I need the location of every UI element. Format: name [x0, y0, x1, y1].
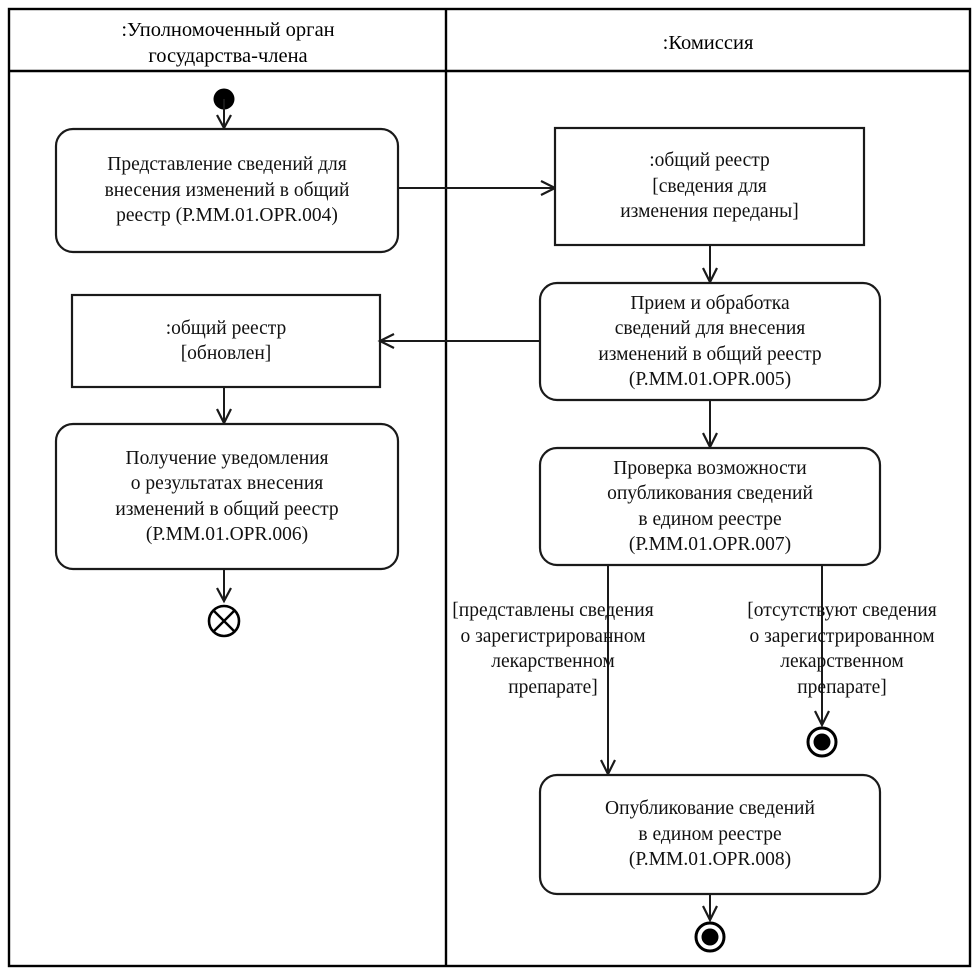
activity-opr007-label: Проверка возможности опубликования сведе… [607, 457, 813, 556]
activity-opr004-label: Представление сведений для внесения изме… [104, 154, 350, 227]
arrowhead-opr006-to-flow-final [216, 587, 232, 604]
activity-final-node-bottom-inner [701, 928, 719, 946]
activity-opr006-label: Получение уведомления о результатах внес… [115, 447, 339, 546]
activity-opr007 [538, 446, 882, 567]
activity-opr008-label: Опубликование сведений в едином реестре … [605, 798, 815, 871]
object-node-registry-updated-label: :общий реестр [обновлен] [165, 317, 287, 365]
guard-label-present: [представлены сведения о зарегистрирован… [452, 600, 654, 698]
activity-opr005-label: Прием и обработка сведений для внесения … [598, 292, 822, 391]
diagram-frame [7, 7, 972, 968]
activity-final-node-right-inner [813, 733, 831, 751]
flow-final-cross-2 [212, 609, 236, 633]
arrowhead-opr005-to-object-updated [377, 333, 395, 349]
object-node-registry-transferred [553, 126, 866, 247]
lane-header-member-state: :Уполномоченный орган государства-члена [121, 19, 335, 67]
object-node-registry-transferred-label: :общий реестр [сведения для изменения пе… [620, 150, 799, 223]
activity-opr004 [54, 127, 400, 254]
arrowhead-opr007-to-final-right [814, 710, 830, 728]
arrowhead-opr008-to-final-bottom [702, 905, 718, 923]
lane-header-commission: :Комиссия [662, 32, 754, 54]
guard-label-absent: [отсутствуют сведения о зарегистрированн… [747, 600, 937, 698]
object-node-registry-updated [70, 293, 382, 389]
activity-opr006 [54, 422, 400, 571]
